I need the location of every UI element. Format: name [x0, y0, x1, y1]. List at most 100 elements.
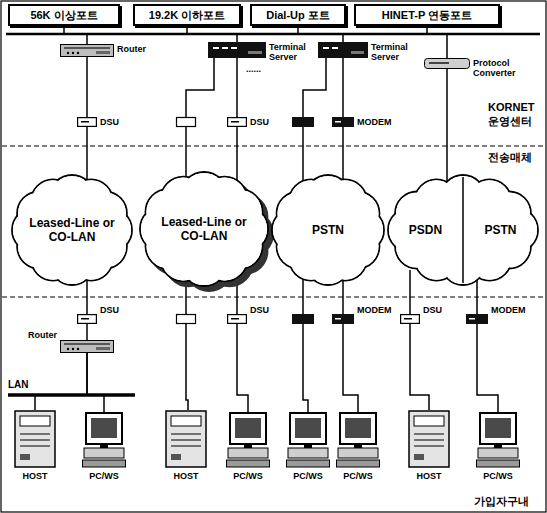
network-name: PSTN — [484, 223, 516, 237]
device-label: MODEM — [491, 305, 526, 315]
device-label: DSU — [100, 305, 119, 315]
device-label: MODEM — [357, 305, 392, 315]
port-label: HINET-P 연동포트 — [382, 9, 472, 21]
device-label: PC/WS — [233, 471, 263, 481]
device: PC/WS — [476, 412, 520, 481]
device: DSU — [77, 314, 119, 324]
port-box: 56K 이상포트 — [8, 4, 120, 26]
tserver2-symbol — [318, 42, 368, 58]
dsu-symbol — [177, 315, 196, 324]
device-label: PC/WS — [89, 471, 119, 481]
device-label: HOST — [173, 471, 198, 481]
host-symbol — [165, 410, 207, 468]
modem-symbol — [292, 314, 314, 324]
dsu-symbol — [227, 314, 247, 324]
connector-line — [35, 353, 87, 410]
device-label: Router — [26, 330, 60, 340]
wire — [303, 324, 308, 412]
connector-line — [64, 26, 87, 44]
device-label: PC/WS — [343, 471, 373, 481]
wire — [303, 58, 326, 117]
connector-line — [236, 58, 238, 117]
connector-line — [187, 26, 237, 42]
device: MODEM — [466, 314, 526, 324]
device-icon — [227, 314, 247, 324]
port-box: 19.2K 이하포트 — [133, 4, 241, 26]
pc-symbol — [226, 412, 270, 468]
device: DSU — [400, 314, 442, 324]
wire — [186, 324, 188, 410]
device-icon — [226, 412, 270, 468]
device-icon — [208, 42, 266, 58]
device: Router — [26, 340, 114, 353]
pc-symbol — [336, 412, 380, 468]
region-label: KORNET 운영센터 — [488, 100, 544, 128]
network-name: PSDN — [409, 223, 442, 237]
connector-line — [477, 324, 498, 412]
connector-line — [86, 324, 88, 340]
connector-line — [446, 69, 448, 190]
port-box: Dial-Up 포트 — [250, 4, 346, 26]
device-label: MODEM — [357, 117, 392, 127]
network-cloud: Leased-Line or CO-LAN — [140, 172, 268, 286]
connector-line — [236, 127, 238, 187]
connector-line — [410, 324, 429, 410]
device-icon — [60, 340, 114, 353]
device: HOST — [14, 410, 56, 481]
dsu-symbol — [77, 314, 97, 324]
host-symbol — [14, 410, 56, 468]
device-icon — [77, 314, 97, 324]
device: DSU — [77, 117, 119, 127]
connector-line — [237, 324, 248, 412]
device-label: PC/WS — [483, 471, 513, 481]
connector-line — [409, 270, 411, 314]
modem-symbol — [332, 117, 354, 127]
dsu-symbol — [77, 117, 97, 127]
device-label: DSU — [423, 305, 442, 315]
network-cloud: PSTN — [272, 175, 384, 285]
dsu-symbol — [227, 117, 247, 127]
pc-symbol — [286, 412, 330, 468]
device: DSU — [227, 314, 269, 324]
connector-line — [342, 58, 344, 117]
device-icon — [82, 412, 126, 468]
device-icon — [476, 412, 520, 468]
device-icon — [227, 117, 247, 127]
band-divider — [2, 146, 545, 147]
connector-line — [427, 26, 447, 58]
device: MODEM — [332, 117, 392, 127]
network-cloud: Leased-Line or CO-LAN — [12, 175, 132, 285]
device-label: DSU — [100, 117, 119, 127]
port-box: HINET-P 연동포트 — [354, 4, 500, 26]
device: MODEM — [332, 314, 392, 324]
port-label: Dial-Up 포트 — [266, 9, 330, 21]
port-label: 19.2K 이하포트 — [149, 9, 225, 21]
network-name: PSTN — [284, 223, 372, 237]
cloud-half: PSDN — [388, 223, 463, 237]
device: Protocol Converter — [424, 58, 523, 78]
device-icon — [332, 314, 354, 324]
device-label: Router — [117, 44, 146, 54]
device-label: HOST — [22, 471, 47, 481]
device-icon — [408, 410, 450, 468]
band-divider — [2, 297, 545, 298]
device: Terminal Server — [208, 42, 315, 62]
network-cloud: PSDN PSTN — [388, 175, 538, 285]
cloud-half: PSTN — [463, 223, 538, 237]
device-label: DSU — [250, 305, 269, 315]
device-label: HOST — [416, 471, 441, 481]
connector-line — [86, 57, 88, 117]
device-label: Terminal Server — [371, 42, 417, 62]
pc-symbol — [82, 412, 126, 468]
device-icon — [466, 314, 488, 324]
network-name: Leased-Line or CO-LAN — [24, 216, 120, 244]
device: PC/WS — [336, 412, 380, 481]
device-label: DSU — [250, 117, 269, 127]
device: Terminal Server — [318, 42, 417, 62]
device: DSU — [227, 117, 269, 127]
dsu-symbol — [400, 314, 420, 324]
device-icon — [424, 58, 470, 69]
wire — [186, 58, 214, 117]
modem-symbol — [466, 314, 488, 324]
